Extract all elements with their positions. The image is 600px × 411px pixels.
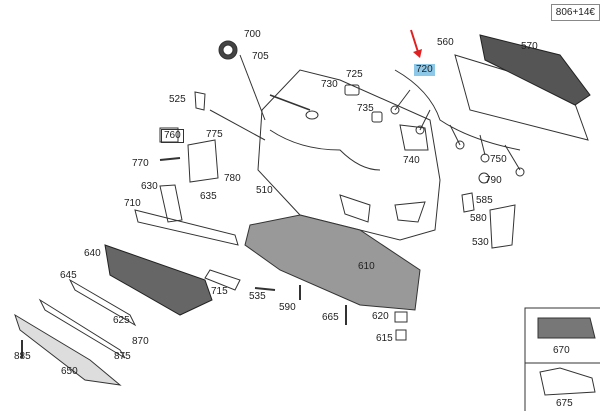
lower-grille bbox=[104, 244, 213, 316]
part-label-535[interactable]: 535 bbox=[249, 291, 266, 302]
part-label-885[interactable]: 885 bbox=[14, 351, 31, 362]
part-label-760[interactable]: 760 bbox=[161, 129, 184, 143]
part-label-530[interactable]: 530 bbox=[472, 237, 489, 248]
bumper-cover bbox=[257, 69, 441, 241]
lower-shield bbox=[244, 214, 421, 311]
part-label-670[interactable]: 670 bbox=[553, 345, 570, 356]
part-label-615[interactable]: 615 bbox=[376, 333, 393, 344]
part-label-525[interactable]: 525 bbox=[169, 94, 186, 105]
part-label-730[interactable]: 730 bbox=[321, 79, 338, 90]
part-label-585[interactable]: 585 bbox=[476, 195, 493, 206]
part-label-645[interactable]: 645 bbox=[60, 270, 77, 281]
part-label-635[interactable]: 635 bbox=[200, 191, 217, 202]
part-label-725[interactable]: 725 bbox=[346, 69, 363, 80]
part-label-770[interactable]: 770 bbox=[132, 158, 149, 169]
part-label-665[interactable]: 665 bbox=[322, 312, 339, 323]
part-label-775[interactable]: 775 bbox=[206, 129, 223, 140]
diagram-reference-box: 806+14€ bbox=[550, 4, 600, 21]
part-label-625[interactable]: 625 bbox=[113, 315, 130, 326]
part-label-675[interactable]: 675 bbox=[556, 398, 573, 409]
part-label-720[interactable]: 720 bbox=[414, 64, 435, 76]
part-label-570[interactable]: 570 bbox=[521, 41, 538, 52]
part-label-710[interactable]: 710 bbox=[124, 198, 141, 209]
part-label-715[interactable]: 715 bbox=[211, 286, 228, 297]
part-label-630[interactable]: 630 bbox=[141, 181, 158, 192]
part-label-735[interactable]: 735 bbox=[357, 103, 374, 114]
part-label-780[interactable]: 780 bbox=[224, 173, 241, 184]
part-label-875[interactable]: 875 bbox=[114, 351, 131, 362]
part-label-750[interactable]: 750 bbox=[490, 154, 507, 165]
part-label-610[interactable]: 610 bbox=[358, 261, 375, 272]
part-label-870[interactable]: 870 bbox=[132, 336, 149, 347]
part-label-740[interactable]: 740 bbox=[403, 155, 420, 166]
wiring-harness bbox=[394, 69, 521, 171]
part-label-705[interactable]: 705 bbox=[252, 51, 269, 62]
part-label-560[interactable]: 560 bbox=[437, 37, 454, 48]
part-label-580[interactable]: 580 bbox=[470, 213, 487, 224]
red-arrow-icon bbox=[410, 29, 422, 58]
part-label-790[interactable]: 790 bbox=[485, 175, 502, 186]
part-label-640[interactable]: 640 bbox=[84, 248, 101, 259]
part-label-590[interactable]: 590 bbox=[279, 302, 296, 313]
part-label-510[interactable]: 510 bbox=[256, 185, 273, 196]
part-label-620[interactable]: 620 bbox=[372, 311, 389, 322]
part-label-650[interactable]: 650 bbox=[61, 366, 78, 377]
part-label-700[interactable]: 700 bbox=[244, 29, 261, 40]
